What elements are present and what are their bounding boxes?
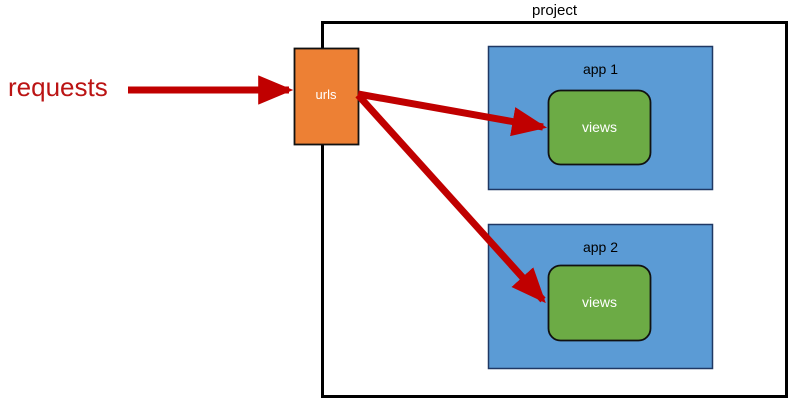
urls-label: urls <box>315 87 337 102</box>
views2-box[interactable] <box>547 264 652 342</box>
urls-to-views1-arrow <box>357 90 548 137</box>
app2-label: app 2 <box>582 239 619 255</box>
views1-label: views <box>581 119 617 135</box>
project-frame <box>321 21 788 398</box>
project-label: project <box>531 2 578 19</box>
requests-label: requests <box>8 72 108 102</box>
urls-to-views2-arrow <box>355 92 546 304</box>
app1-label: app 1 <box>582 61 619 77</box>
urls-box[interactable] <box>293 47 360 146</box>
views2-label: views <box>581 294 617 310</box>
views1-box[interactable] <box>547 89 652 166</box>
